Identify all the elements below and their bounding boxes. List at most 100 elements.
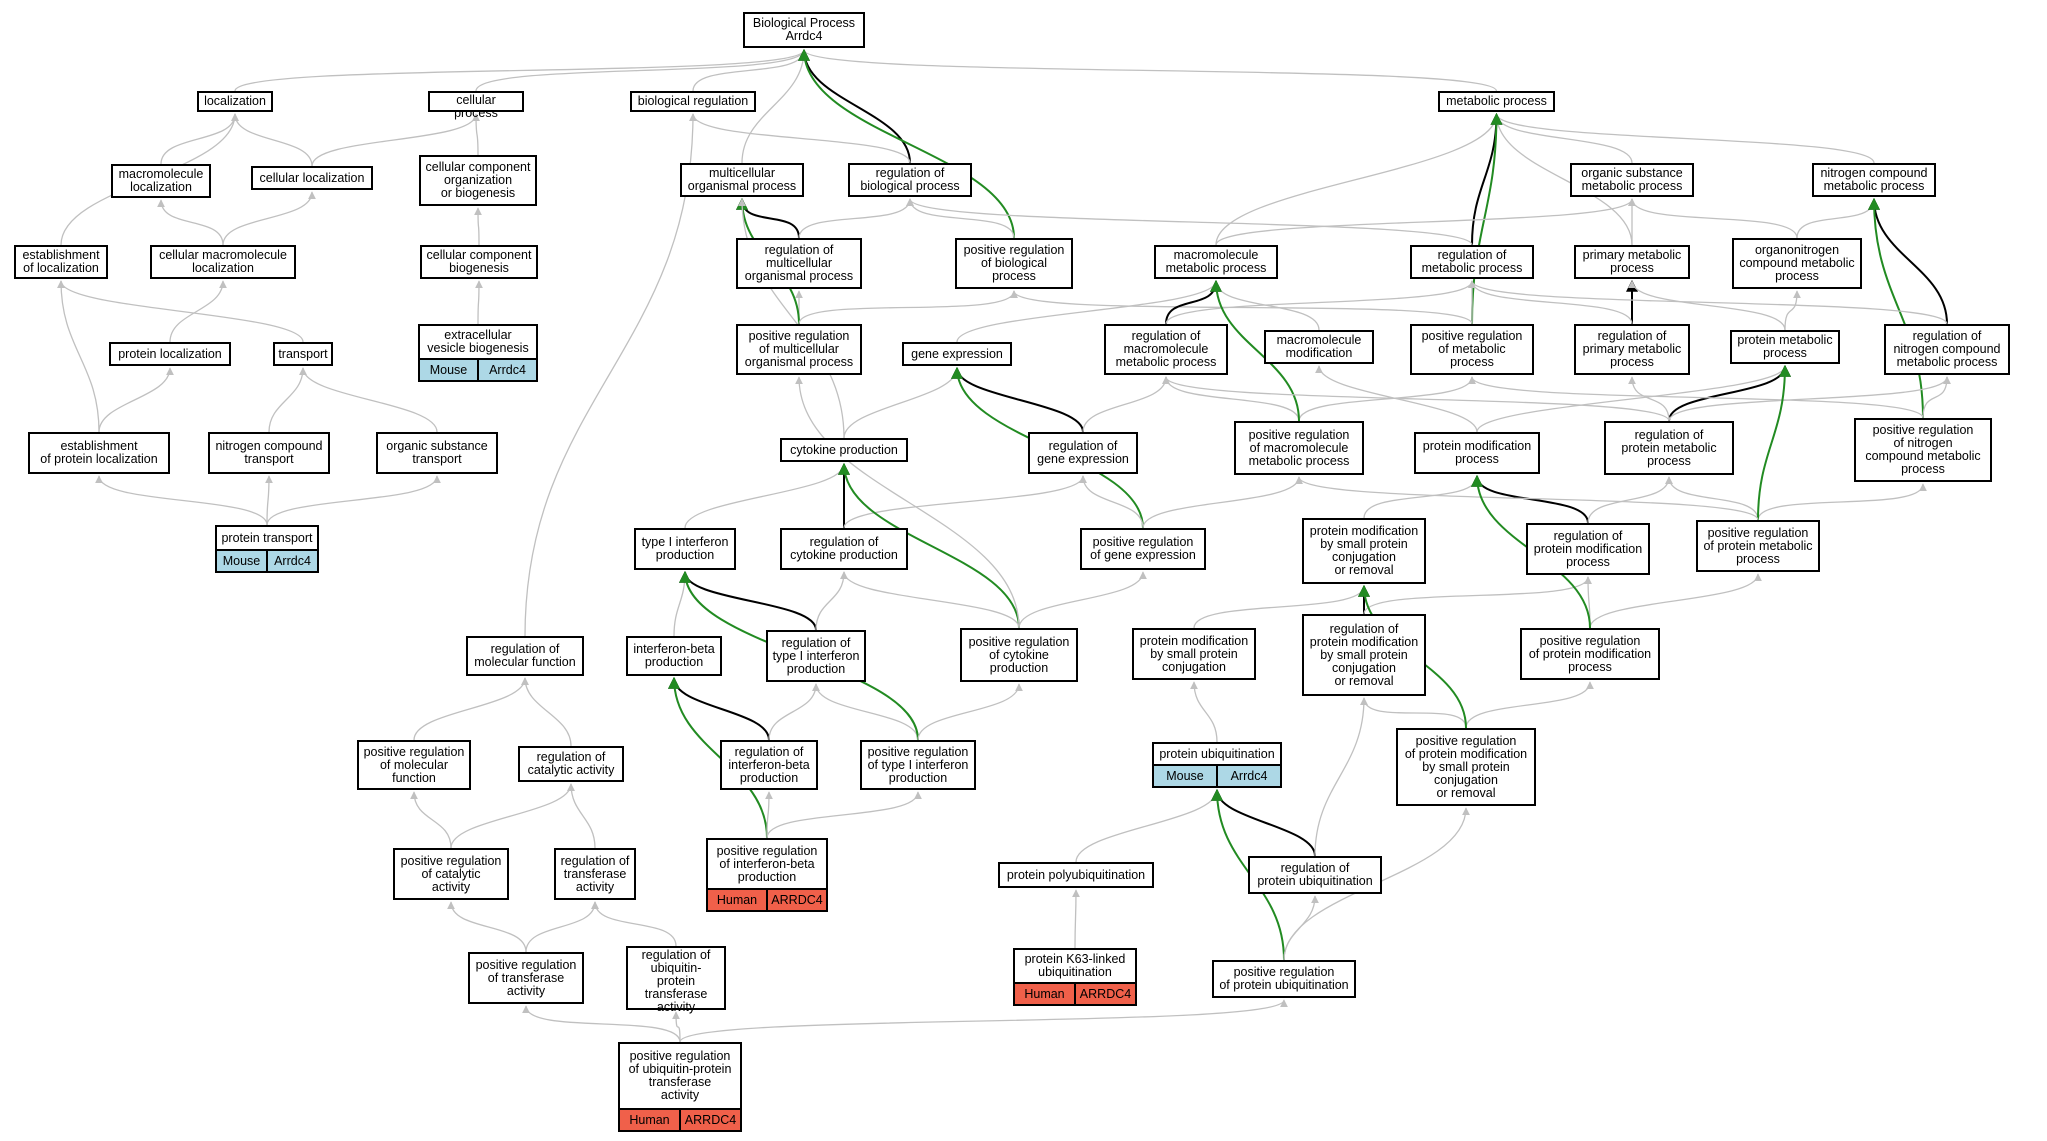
- node-mcop[interactable]: multicellular organismal process: [680, 163, 804, 197]
- node-label: protein K63-linked ubiquitination: [1024, 952, 1126, 979]
- node-rmmmp[interactable]: regulation of macromolecule metabolic pr…: [1104, 324, 1228, 375]
- edge-protmp-to-oncmp: [1784, 290, 1801, 331]
- node-label: organic substance transport: [386, 439, 488, 466]
- node-rmf[interactable]: regulation of molecular function: [466, 636, 584, 676]
- edge-ge-to-mmmp: [956, 280, 1220, 343]
- node-prupta[interactable]: positive regulation of ubiquitin-protein…: [618, 1042, 742, 1132]
- node-rcyt[interactable]: regulation of cytokine production: [780, 528, 908, 570]
- node-t1ifn[interactable]: type I interferon production: [634, 528, 736, 570]
- edge-rta-to-rca: [567, 783, 596, 849]
- node-ncmp[interactable]: nitrogen compound metabolic process: [1812, 163, 1936, 197]
- node-label: cellular macromolecule localization: [159, 248, 287, 275]
- node-ostrans[interactable]: organic substance transport: [376, 432, 498, 474]
- node-cloc[interactable]: cellular localization: [251, 166, 373, 190]
- node-ifnb[interactable]: interferon-beta production: [626, 636, 722, 676]
- node-ccob[interactable]: cellular component organization or bioge…: [419, 155, 537, 206]
- edge-ptrans-to-nctrans: [265, 475, 273, 526]
- node-rncmp[interactable]: regulation of nitrogen compound metaboli…: [1884, 324, 2010, 375]
- edge-rprotmp-to-rncmp: [1668, 376, 1951, 422]
- node-prpmod[interactable]: positive regulation of protein modificat…: [1520, 628, 1660, 680]
- edge-prca-to-prmf: [410, 791, 452, 849]
- node-prt1ifn[interactable]: positive regulation of type I interferon…: [860, 740, 976, 790]
- node-rca[interactable]: regulation of catalytic activity: [518, 746, 624, 782]
- node-prncmp[interactable]: positive regulation of nitrogen compound…: [1854, 418, 1992, 482]
- node-prcyt[interactable]: positive regulation of cytokine producti…: [960, 628, 1078, 682]
- node-label: positive regulation of protein metabolic…: [1703, 525, 1813, 566]
- node-prmmmp[interactable]: positive regulation of macromolecule met…: [1234, 421, 1364, 475]
- edge-ppubq-to-pubq: [1075, 789, 1221, 863]
- node-prca[interactable]: positive regulation of catalytic activit…: [393, 848, 509, 900]
- node-label: positive regulation of transferase activ…: [475, 957, 577, 998]
- node-rupta[interactable]: regulation of ubiquitin-protein transfer…: [626, 946, 726, 1014]
- node-rmcop[interactable]: regulation of multicellular organismal p…: [736, 238, 862, 289]
- node-prge[interactable]: positive regulation of gene expression: [1080, 528, 1206, 570]
- node-mmmp[interactable]: macromolecule metabolic process: [1154, 245, 1278, 279]
- node-rifnb[interactable]: regulation of interferon-beta production: [720, 740, 818, 790]
- node-mmmod[interactable]: macromolecule modification: [1264, 330, 1374, 364]
- node-ploc[interactable]: protein localization: [109, 342, 231, 366]
- node-mp[interactable]: metabolic process: [1438, 91, 1555, 112]
- node-prmcop[interactable]: positive regulation of multicellular org…: [736, 324, 862, 375]
- node-rpmodsp[interactable]: regulation of protein modification by sm…: [1302, 614, 1426, 696]
- node-ppubq[interactable]: protein polyubiquitination: [998, 862, 1154, 888]
- node-label: protein localization: [118, 346, 222, 361]
- node-rpubq[interactable]: regulation of protein ubiquitination: [1248, 856, 1382, 894]
- node-oncmp[interactable]: organonitrogen compound metabolic proces…: [1732, 238, 1862, 289]
- node-rmp[interactable]: regulation of metabolic process: [1410, 245, 1534, 279]
- node-label: positive regulation of cytokine producti…: [968, 634, 1070, 675]
- node-mmloc[interactable]: macromolecule localization: [111, 164, 211, 198]
- node-protmp[interactable]: protein metabolic process: [1730, 330, 1840, 364]
- node-label: protein modification by small protein co…: [1309, 524, 1419, 577]
- node-prmf[interactable]: positive regulation of molecular functio…: [357, 740, 471, 790]
- node-pmodsp[interactable]: protein modification by small protein co…: [1302, 518, 1426, 584]
- node-prifnb[interactable]: positive regulation of interferon-beta p…: [706, 838, 828, 912]
- node-label: regulation of multicellular organismal p…: [744, 243, 854, 283]
- node-rbp[interactable]: regulation of biological process: [848, 163, 972, 197]
- node-rprotmp[interactable]: regulation of protein metabolic process: [1604, 421, 1734, 475]
- edge-prbp-to-bp: [798, 48, 1015, 239]
- edge-rmp-to-rbp: [906, 198, 1473, 246]
- node-rpmp[interactable]: regulation of primary metabolic process: [1574, 324, 1690, 375]
- edge-pubq-to-pmodspc: [1190, 681, 1218, 743]
- node-osmp[interactable]: organic substance metabolic process: [1570, 163, 1694, 197]
- edge-rpubq-to-rpmodsp: [1314, 697, 1368, 857]
- node-bp[interactable]: Biological Process Arrdc4: [743, 12, 865, 48]
- node-ccb[interactable]: cellular component biogenesis: [420, 245, 538, 279]
- node-ge[interactable]: gene expression: [902, 342, 1012, 366]
- node-transport[interactable]: transport: [273, 342, 333, 366]
- node-prpmodsp[interactable]: positive regulation of protein modificat…: [1396, 728, 1536, 806]
- node-prmp[interactable]: positive regulation of metabolic process: [1410, 324, 1534, 375]
- node-pmp[interactable]: primary metabolic process: [1574, 245, 1690, 279]
- node-prta[interactable]: positive regulation of transferase activ…: [468, 952, 584, 1004]
- node-rt1ifn[interactable]: regulation of type I interferon producti…: [766, 630, 866, 682]
- node-rta[interactable]: regulation of transferase activity: [554, 848, 636, 900]
- node-rpmod[interactable]: regulation of protein modification proce…: [1526, 523, 1650, 575]
- node-prprotmp[interactable]: positive regulation of protein metabolic…: [1696, 520, 1820, 572]
- node-estloc[interactable]: establishment of localization: [14, 245, 108, 279]
- edge-rpmod-to-rprotmp: [1587, 476, 1673, 524]
- node-pmod[interactable]: protein modification process: [1414, 432, 1540, 474]
- node-cytprod[interactable]: cytokine production: [780, 438, 908, 462]
- edge-rge-to-ge: [951, 366, 1084, 433]
- node-cmmloc[interactable]: cellular macromolecule localization: [150, 245, 296, 279]
- edge-rca-to-rmf: [521, 677, 572, 747]
- node-estploc[interactable]: establishment of protein localization: [28, 432, 170, 474]
- node-label: positive regulation of catalytic activit…: [400, 853, 502, 894]
- node-rge[interactable]: regulation of gene expression: [1028, 432, 1138, 474]
- node-nctrans[interactable]: nitrogen compound transport: [208, 432, 330, 474]
- node-pmodspc[interactable]: protein modification by small protein co…: [1132, 628, 1256, 680]
- node-breg[interactable]: biological regulation: [630, 91, 756, 112]
- node-prpubq[interactable]: positive regulation of protein ubiquitin…: [1212, 960, 1356, 998]
- node-cp[interactable]: cellular process: [428, 91, 524, 120]
- node-label: extracellular vesicle biogenesis: [427, 328, 529, 355]
- species-label: Human: [1024, 986, 1065, 1001]
- node-label: multicellular organismal process: [687, 166, 797, 193]
- node-label: regulation of nitrogen compound metaboli…: [1893, 329, 2001, 369]
- node-loc[interactable]: localization: [197, 91, 273, 112]
- node-prbp[interactable]: positive regulation of biological proces…: [955, 238, 1073, 289]
